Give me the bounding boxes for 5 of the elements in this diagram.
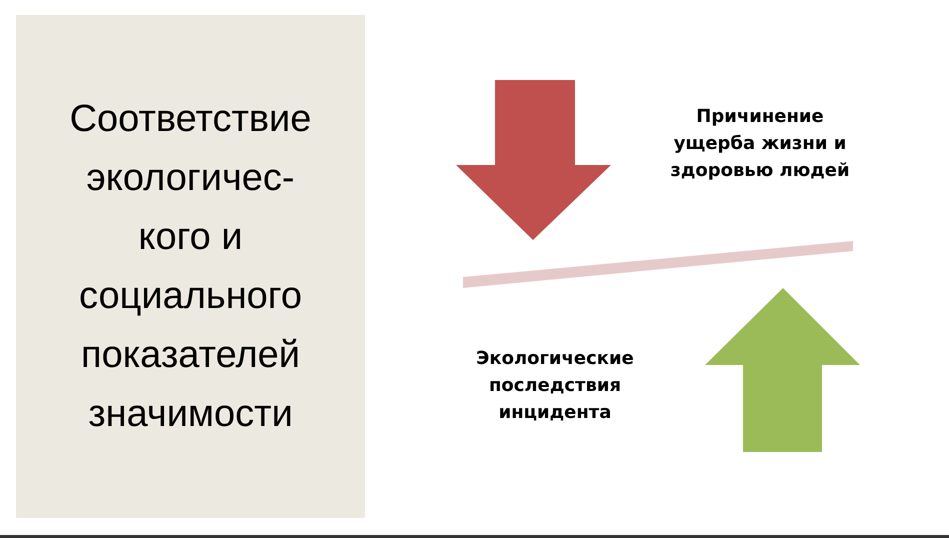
panel-heading: Соответствие экологичес-кого и социального показателей значимости <box>68 96 312 436</box>
tilted-bar <box>463 241 853 288</box>
title-panel <box>16 15 365 518</box>
arrow-caption: Причинение ущерба жизни и здоровью людей <box>669 105 851 183</box>
arrow-caption: Экологические последствия инцидента <box>475 347 635 425</box>
